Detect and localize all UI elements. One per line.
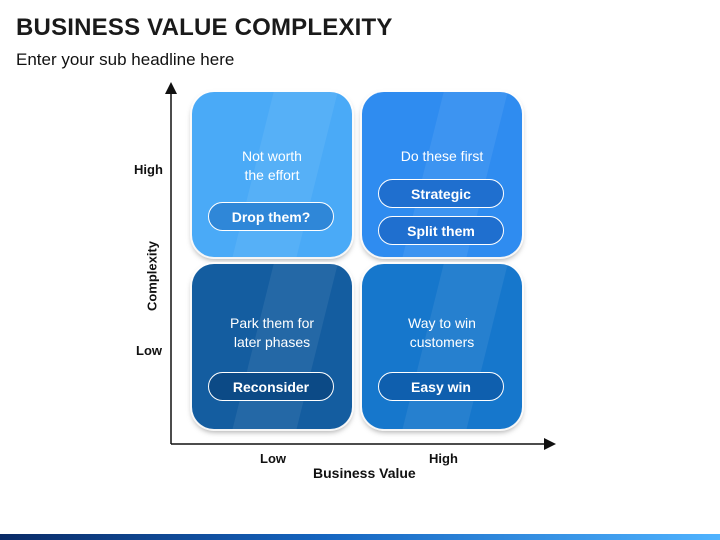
drop-them-button[interactable]: Drop them? — [208, 202, 334, 231]
y-axis-title: Complexity — [144, 240, 160, 312]
reconsider-button[interactable]: Reconsider — [208, 372, 334, 401]
quadrant-text: Do these first — [400, 148, 484, 164]
easy-win-button[interactable]: Easy win — [378, 372, 504, 401]
page-title: BUSINESS VALUE COMPLEXITY — [16, 14, 393, 41]
x-axis-high-label: High — [429, 451, 458, 466]
split-them-button[interactable]: Split them — [378, 216, 504, 245]
page-subtitle: Enter your sub headline here — [16, 50, 235, 69]
footer-accent-bar — [0, 534, 720, 540]
x-axis-low-label: Low — [260, 451, 286, 466]
y-axis-high-label: High — [134, 162, 163, 177]
quadrant-do-these-first: Do these first Strategic Split them — [362, 92, 522, 257]
y-axis-low-label: Low — [136, 343, 162, 358]
x-axis-title: Business Value — [313, 465, 416, 481]
strategic-button[interactable]: Strategic — [378, 179, 504, 208]
